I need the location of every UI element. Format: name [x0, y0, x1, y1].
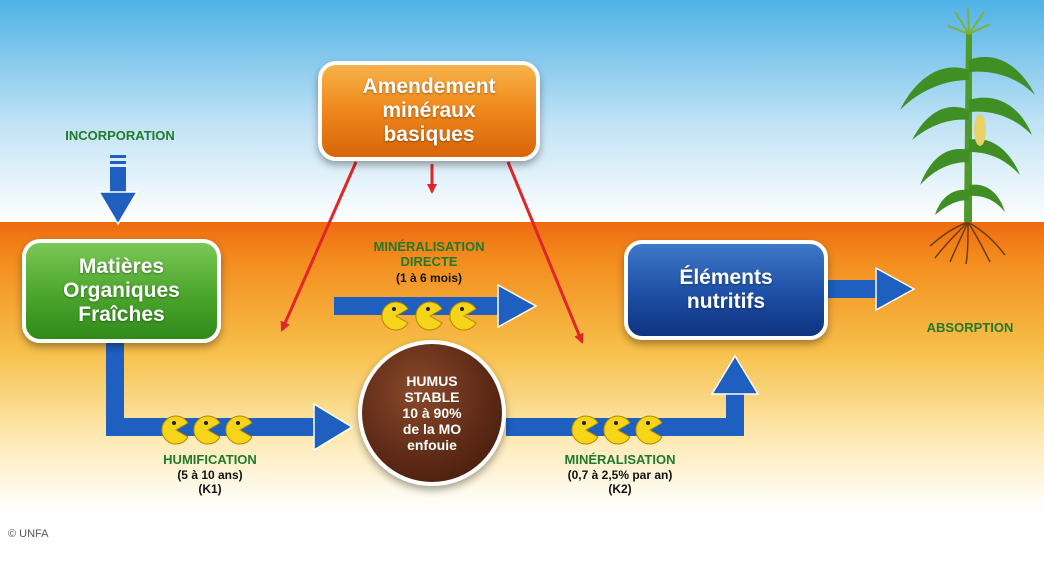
incorporation-arrow: [97, 155, 139, 226]
corn-plant-icon: [900, 7, 1035, 265]
pacman-icon: [193, 415, 221, 445]
pacman-icon: [415, 301, 443, 331]
pacman-group-humification: [161, 415, 253, 445]
mineralisation-arrow: [506, 354, 760, 436]
pacman-icon: [449, 301, 477, 331]
pacman-icon: [225, 415, 253, 445]
pacman-icon: [381, 301, 409, 331]
humification-detail: (5 à 10 ans) (K1): [177, 468, 243, 496]
humification-arrow: [106, 343, 354, 452]
mineralisation-detail: (0,7 à 2,5% par an) (K2): [567, 468, 673, 496]
pacman-icon: [603, 415, 631, 445]
humification-label: HUMIFICATION: [163, 452, 257, 467]
pacman-icon: [635, 415, 663, 445]
absorption-arrow: [828, 266, 916, 312]
pacman-group-mineralisation: [571, 415, 663, 445]
pacman-group-directe: [381, 301, 477, 331]
pacman-icon: [571, 415, 599, 445]
mineralisation-label: MINÉRALISATION: [564, 452, 676, 467]
incorporation-label: INCORPORATION: [65, 128, 175, 143]
credit-text: © UNFA: [8, 528, 49, 540]
amendement-arrows: [280, 161, 584, 344]
matieres-organiques-box: Matières Organiques Fraîches: [22, 239, 221, 343]
pacman-icon: [161, 415, 189, 445]
mineralisation-directe-duration: (1 à 6 mois): [395, 271, 463, 285]
amendement-box: Amendement minéraux basiques: [318, 61, 540, 161]
mineralisation-directe-label: MINÉRALISATION DIRECTE: [373, 239, 485, 269]
absorption-label: ABSORPTION: [926, 320, 1014, 335]
elements-nutritifs-box: Éléments nutritifs: [624, 240, 828, 340]
humus-circle: HUMUS STABLE 10 à 90% de la MO enfouie: [358, 340, 506, 486]
